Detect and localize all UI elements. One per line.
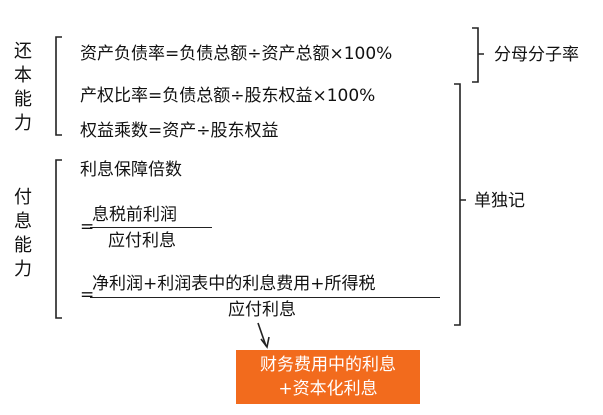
arrow-line <box>257 322 267 347</box>
payable-interest-note-line2: +资本化利息 <box>278 379 378 399</box>
solvency-label-char: 本 <box>14 65 32 86</box>
interest-label-char: 付 <box>14 187 32 208</box>
equals-sign: = <box>80 217 95 237</box>
interest-label: 付 息 能 力 <box>12 186 34 282</box>
arrow-head <box>260 336 270 349</box>
interest-payable-denominator: 应付利息 <box>108 231 176 251</box>
interest-label-char: 能 <box>14 235 32 256</box>
interest-label-char: 息 <box>14 211 32 232</box>
remember-separately-note: 单独记 <box>474 191 525 211</box>
solvency-label-char: 能 <box>14 89 32 110</box>
solvency-brace <box>55 36 62 136</box>
solvency-label: 还 本 能 力 <box>12 40 34 136</box>
solvency-label-char: 力 <box>14 113 32 134</box>
separate-brace <box>454 83 466 326</box>
net-income-plus-numerator: 净利润+利润表中的利息费用+所得税 <box>92 274 376 294</box>
equity-multiplier-formula: 权益乘数=资产÷股东权益 <box>80 121 279 141</box>
fraction-line <box>90 227 212 228</box>
debt-ratio-brace <box>472 27 484 83</box>
interest-brace <box>55 159 62 319</box>
fraction-line <box>90 297 440 298</box>
interest-label-char: 力 <box>14 259 32 280</box>
solvency-label-char: 还 <box>14 41 32 62</box>
interest-payable-denominator: 应付利息 <box>228 300 296 320</box>
interest-coverage-title: 利息保障倍数 <box>80 160 182 180</box>
payable-interest-note-line1: 财务费用中的利息 <box>260 355 396 375</box>
ebit-numerator: 息税前利润 <box>92 205 177 225</box>
equity-ratio-formula: 产权比率=负债总额÷股东权益×100% <box>80 86 376 106</box>
debt-ratio-formula: 资产负债率=负债总额÷资产总额×100% <box>80 44 393 64</box>
payable-interest-note-box: 财务费用中的利息 +资本化利息 <box>236 350 420 404</box>
same-numerator-denominator-note: 分母分子率 <box>494 45 579 65</box>
equals-sign: = <box>80 285 95 305</box>
